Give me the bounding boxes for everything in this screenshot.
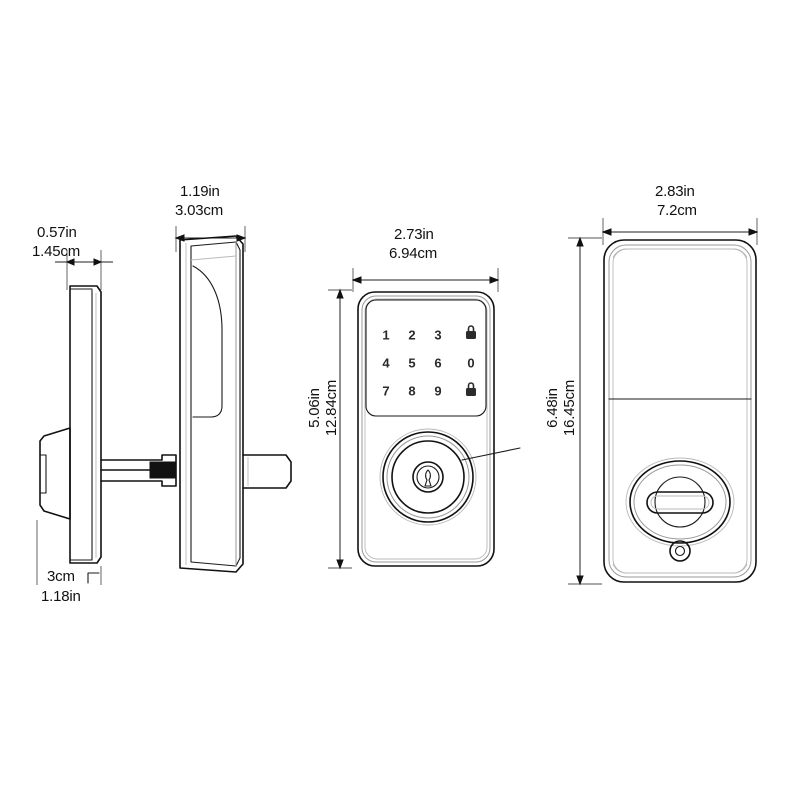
dimension-label-6_94cm: 6.94cm bbox=[389, 245, 437, 262]
rear-corner-bl bbox=[612, 563, 628, 574]
rear-body-inner-outline bbox=[608, 244, 752, 578]
dimension-label-6_48in: 6.48in bbox=[544, 388, 561, 428]
thumbturn-lever[interactable] bbox=[646, 491, 714, 514]
dimension-label-3cm: 3cm bbox=[47, 568, 75, 585]
keypad-key-5[interactable]: 5 bbox=[408, 355, 415, 370]
keypad-key-6[interactable]: 6 bbox=[434, 355, 441, 370]
thumbturn-bezel-inner bbox=[633, 464, 727, 540]
keypad-row-2: 4 5 6 0 bbox=[382, 355, 474, 370]
dimension-label-2_83in: 2.83in bbox=[655, 183, 695, 200]
front-body-outline bbox=[357, 291, 495, 567]
spindle-core bbox=[149, 461, 177, 479]
keypad-key-9[interactable]: 9 bbox=[434, 383, 441, 398]
keypad-key-1[interactable]: 1 bbox=[382, 327, 389, 342]
keypad-key-0[interactable]: 0 bbox=[467, 355, 474, 370]
exterior-plate-outline bbox=[69, 285, 102, 564]
front-body-inner-outline-2 bbox=[364, 298, 488, 560]
cylinder-rim bbox=[382, 431, 474, 523]
cylinder-leader-line bbox=[461, 447, 521, 461]
interior-thumbturn-protrusion bbox=[242, 454, 292, 489]
keypad-key-2[interactable]: 2 bbox=[408, 327, 415, 342]
dimension-0_57in bbox=[55, 250, 113, 290]
rear-body-outline bbox=[603, 239, 757, 583]
keypad-row-3: 7 8 9 bbox=[382, 382, 476, 398]
keypad-panel[interactable] bbox=[365, 299, 487, 417]
dimension-label-2_73in: 2.73in bbox=[394, 226, 434, 243]
dimension-5_06in bbox=[328, 288, 352, 570]
cylinder-plug-inner bbox=[416, 465, 440, 489]
key-cylinder[interactable] bbox=[379, 428, 521, 526]
view-exterior-side-profile bbox=[36, 250, 113, 585]
keypad-row-1: 1 2 3 bbox=[382, 325, 476, 342]
dimension-label-7_2cm: 7.2cm bbox=[657, 202, 697, 219]
lock-icon bbox=[466, 331, 476, 339]
exterior-cylinder-face bbox=[39, 454, 47, 494]
rear-corner-br bbox=[732, 563, 748, 574]
keyhole-icon bbox=[424, 469, 432, 487]
thumbturn-lever-inner bbox=[650, 495, 710, 510]
thumbturn-bezel bbox=[629, 460, 731, 544]
reset-button-center bbox=[674, 545, 686, 557]
keypad-key-3[interactable]: 3 bbox=[434, 327, 441, 342]
dimension-2_73in bbox=[351, 268, 500, 292]
exterior-cylinder-housing bbox=[39, 427, 71, 520]
thumbturn-disc bbox=[654, 476, 706, 528]
keypad-key-lock-top[interactable] bbox=[466, 325, 476, 339]
interior-top-seam bbox=[190, 255, 237, 261]
dimension-6_48in bbox=[568, 236, 602, 586]
dimension-label-5_06in: 5.06in bbox=[306, 388, 323, 428]
connecting-spindle bbox=[100, 454, 177, 487]
cylinder-plug bbox=[412, 461, 444, 493]
reset-button[interactable] bbox=[669, 540, 691, 562]
cylinder-face bbox=[391, 440, 465, 514]
cylinder-rim-inner bbox=[386, 435, 470, 519]
cylinder-outer-ring bbox=[379, 428, 477, 526]
front-body-inner-outline bbox=[361, 295, 491, 563]
lock-icon bbox=[466, 388, 476, 396]
lock-icon-shackle bbox=[467, 325, 475, 331]
view-front-keypad: 1 2 3 4 5 6 0 7 8 9 bbox=[328, 268, 521, 570]
dimension-label-1_19in: 1.19in bbox=[180, 183, 220, 200]
rear-corner-tr bbox=[732, 248, 748, 259]
interior-body-outline bbox=[179, 235, 244, 573]
dimension-3cm-tick bbox=[87, 572, 100, 584]
interior-sculpted-recess bbox=[192, 265, 223, 418]
keypad-key-7[interactable]: 7 bbox=[382, 383, 389, 398]
keypad-key-8[interactable]: 8 bbox=[408, 383, 415, 398]
rear-body-inner-outline-2 bbox=[612, 248, 748, 574]
dimension-label-1_45cm: 1.45cm bbox=[32, 243, 80, 260]
rear-corner-tl bbox=[612, 248, 628, 259]
keypad-key-4[interactable]: 4 bbox=[382, 355, 390, 370]
keypad-key-lock-bottom[interactable] bbox=[466, 382, 476, 396]
reset-button-ring bbox=[669, 540, 691, 562]
dimension-2_83in bbox=[601, 218, 759, 245]
dimension-label-12_84cm: 12.84cm bbox=[323, 380, 340, 436]
lock-icon-shackle bbox=[467, 382, 475, 388]
dimension-label-1_18in: 1.18in bbox=[41, 588, 81, 605]
dimension-label-16_45cm: 16.45cm bbox=[561, 380, 578, 436]
dimension-label-3_03cm: 3.03cm bbox=[175, 202, 223, 219]
view-interior-side-profile bbox=[174, 226, 292, 573]
view-rear-thumbturn bbox=[568, 218, 759, 586]
dimension-3cm bbox=[36, 520, 102, 585]
dimension-label-0_57in: 0.57in bbox=[37, 224, 77, 241]
